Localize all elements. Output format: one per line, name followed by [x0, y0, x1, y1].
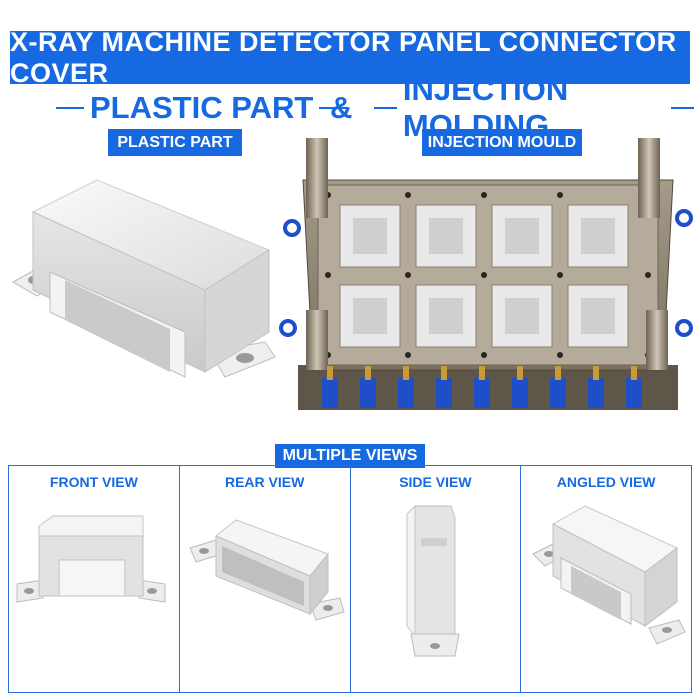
- angled-view-label: ANGLED VIEW: [556, 474, 656, 490]
- injection-mould-image: [279, 138, 693, 410]
- angled-view-image: [532, 505, 686, 645]
- angled-view-cell: ANGLED VIEW: [521, 466, 691, 692]
- side-view-label: SIDE VIEW: [399, 474, 472, 490]
- page-title: X-RAY MACHINE DETECTOR PANEL CONNECTOR C…: [10, 26, 677, 88]
- plastic-part-image: [11, 179, 276, 378]
- views-panel: FRONT VIEW REAR VIEW SIDE VIEW: [8, 465, 692, 693]
- plastic-part-pill: PLASTIC PART: [108, 129, 242, 156]
- page-title-banner: X-RAY MACHINE DETECTOR PANEL CONNECTOR C…: [10, 27, 690, 88]
- injection-mould-pill: INJECTION MOULD: [422, 129, 582, 156]
- side-view-image: [406, 504, 460, 657]
- injection-mould-pill-text: INJECTION MOULD: [427, 133, 577, 151]
- front-view-label: FRONT VIEW: [49, 474, 138, 490]
- heading-dash: [671, 107, 695, 109]
- plastic-part-heading-text: PLASTIC PART: [90, 90, 314, 125]
- front-view-cell: FRONT VIEW: [9, 466, 180, 692]
- plastic-part-pill-text: PLASTIC PART: [117, 133, 233, 151]
- heading-dash: [56, 107, 84, 109]
- side-view-cell: SIDE VIEW: [351, 466, 522, 692]
- front-view-image: [16, 515, 166, 603]
- multiple-views-pill: MULTIPLE VIEWS: [275, 444, 425, 468]
- multiple-views-title: MULTIPLE VIEWS: [282, 447, 418, 464]
- heading-dash: [374, 107, 397, 109]
- injection-molding-heading: INJECTION MOLDING: [368, 72, 700, 143]
- rear-view-label: REAR VIEW: [224, 474, 305, 490]
- rear-view-cell: REAR VIEW: [180, 466, 351, 692]
- ampersand: &: [330, 90, 353, 125]
- plastic-part-heading: PLASTIC PART: [50, 90, 353, 126]
- heading-dash: [319, 107, 348, 109]
- rear-view-image: [189, 519, 345, 621]
